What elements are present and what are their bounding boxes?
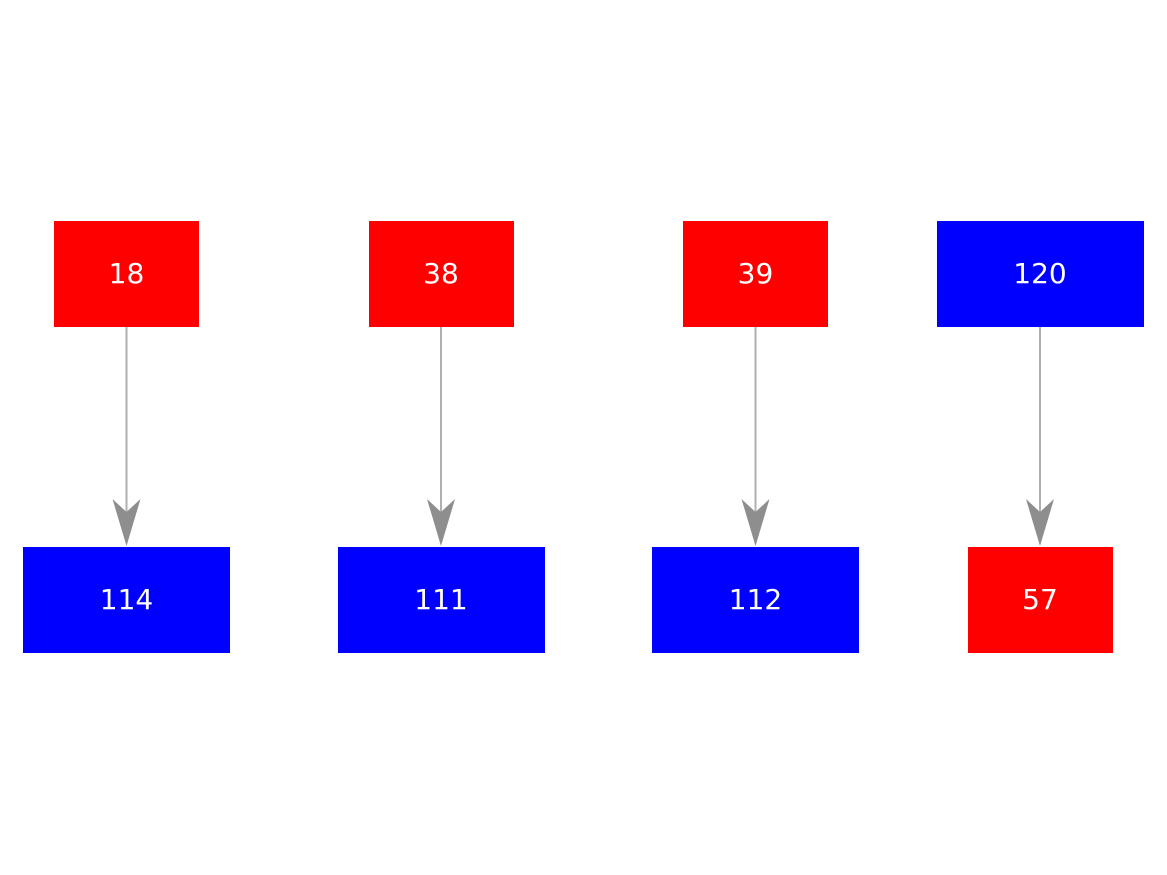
node-18: 18 [54, 221, 199, 327]
node-label: 38 [423, 257, 459, 290]
arrow-head-icon [1026, 499, 1054, 546]
node-label: 114 [99, 583, 154, 616]
node-label: 111 [414, 583, 468, 616]
node-57: 57 [967, 547, 1113, 653]
node-label: 120 [1013, 257, 1067, 290]
edge-arrow [112, 327, 141, 546]
node-111: 111 [337, 547, 545, 653]
arrow-head-icon [427, 499, 455, 546]
arrow-head-icon [112, 499, 141, 546]
arrow-head-icon [741, 499, 770, 546]
node-label: 57 [1022, 583, 1058, 616]
edge-arrow [427, 327, 455, 546]
node-39: 39 [683, 221, 828, 327]
node-label: 112 [728, 583, 783, 616]
node-label: 39 [737, 257, 774, 290]
edge-arrow [741, 327, 770, 546]
node-120: 120 [936, 221, 1144, 327]
node-38: 38 [368, 221, 514, 327]
node-114: 114 [23, 547, 230, 653]
node-112: 112 [652, 547, 859, 653]
node-label: 18 [108, 257, 145, 290]
edge-arrow [1026, 327, 1054, 546]
